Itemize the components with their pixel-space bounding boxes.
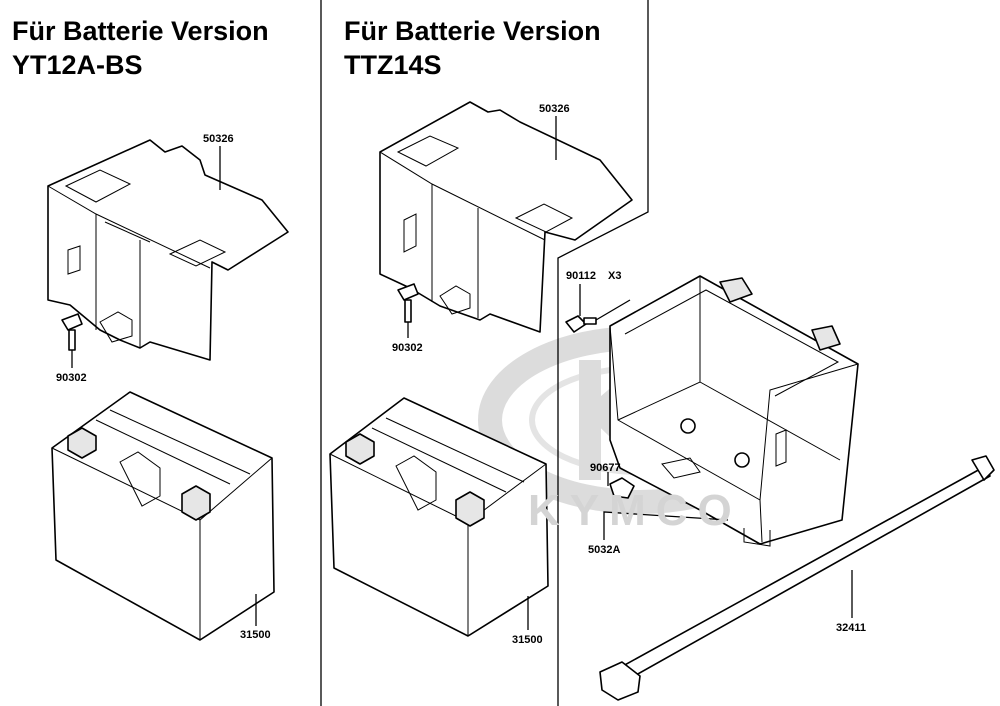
center-bolt-90302: [397, 283, 419, 323]
right-nut-90677: [609, 477, 635, 499]
label-center-battery: 31500: [512, 634, 543, 646]
divider-right: [557, 0, 649, 706]
right-strap-32411: [599, 455, 995, 701]
left-battery-31500: [51, 391, 275, 641]
label-left-cover: 50326: [203, 133, 234, 145]
leader-right-bolt-to-box: [595, 299, 631, 321]
right-battery-box-5032A: [609, 275, 859, 547]
center-battery-cover-50326: [379, 101, 633, 333]
center-title-line1: Für Batterie Version: [344, 16, 601, 46]
label-right-nut: 90677: [590, 462, 621, 474]
left-title-line2: YT12A-BS: [12, 50, 143, 80]
left-title-line1: Für Batterie Version: [12, 16, 269, 46]
label-right-box: 5032A: [588, 544, 621, 556]
watermark-brand: KYMCO: [528, 486, 742, 535]
label-center-bolt: 90302: [392, 342, 423, 354]
left-battery-cover-50326: [47, 139, 289, 361]
label-right-bolt-qty: X3: [608, 270, 622, 282]
label-right-strap: 32411: [836, 622, 866, 634]
label-left-bolt: 90302: [56, 372, 87, 384]
leader-right-box: [603, 511, 729, 540]
center-title-line2: TTZ14S: [344, 50, 442, 80]
center-battery-31500: [329, 397, 549, 637]
right-bolt-90112: [565, 315, 597, 333]
label-center-cover: 50326: [539, 103, 570, 115]
left-bolt-90302: [61, 313, 83, 351]
label-right-bolt: 90112: [566, 270, 596, 282]
label-left-battery: 31500: [240, 629, 271, 641]
